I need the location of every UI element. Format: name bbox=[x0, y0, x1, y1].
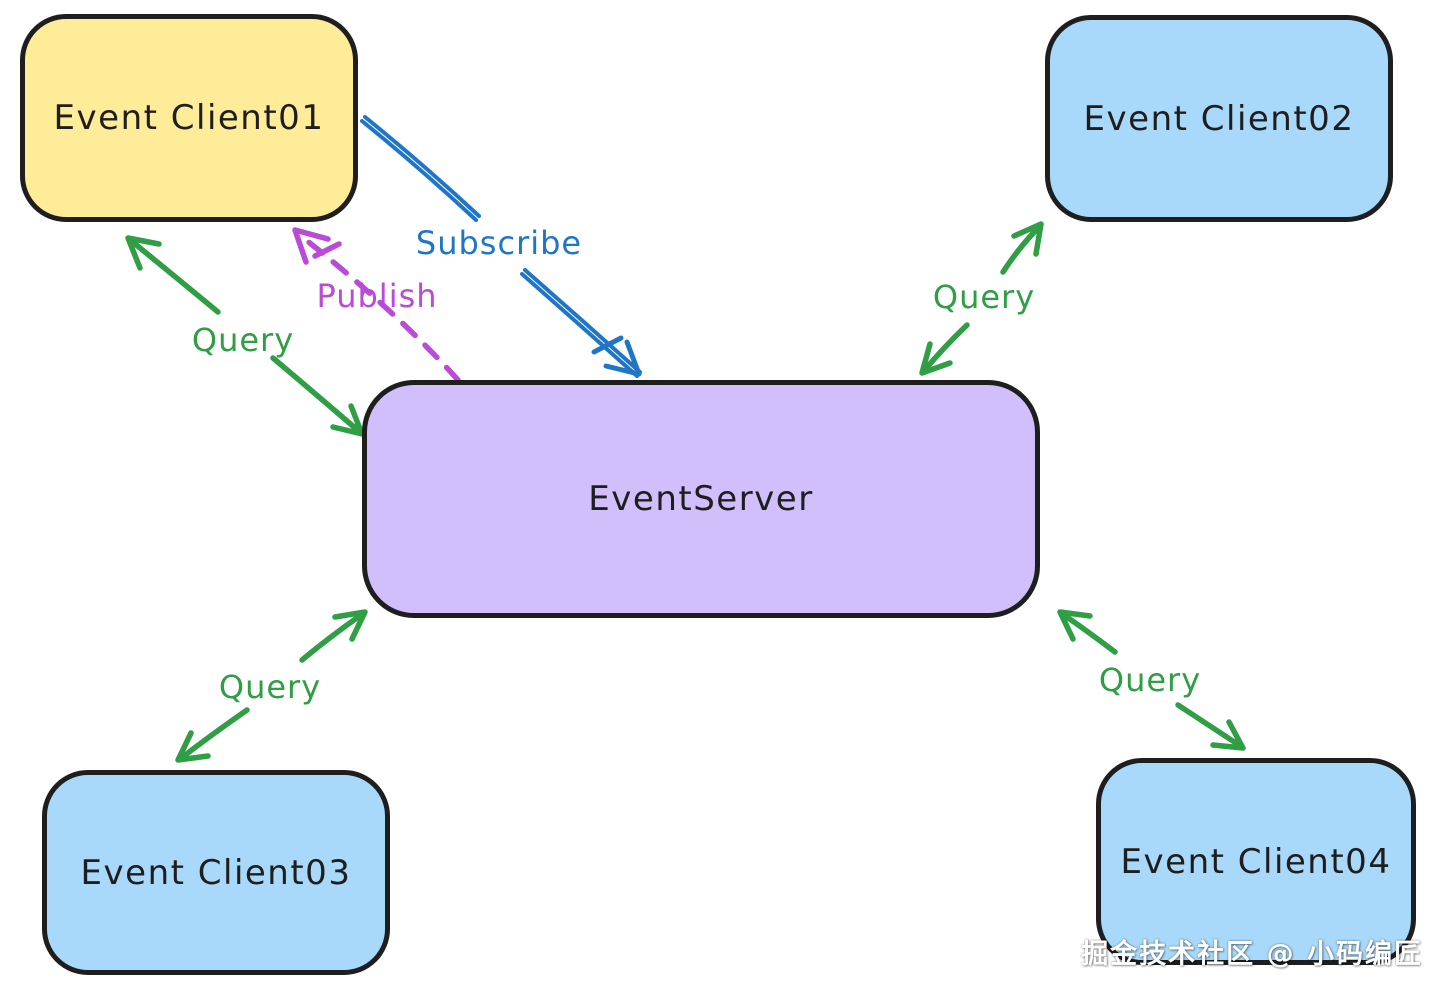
query-edge-label-client02: Query bbox=[932, 278, 1036, 316]
query-arrow-client04-server bbox=[1057, 609, 1246, 751]
node-event-client04-label: Event Client04 bbox=[1120, 841, 1392, 882]
query-arrow-client01-server bbox=[125, 235, 365, 437]
node-event-client04: Event Client04 bbox=[1096, 758, 1416, 965]
subscribe-edge-label: Subscribe bbox=[415, 224, 583, 262]
query-edge-label-client01: Query bbox=[191, 321, 295, 359]
node-event-client01: Event Client01 bbox=[20, 14, 358, 222]
query-edge-label-client03: Query bbox=[218, 668, 322, 706]
query-arrow-client02-server bbox=[919, 221, 1044, 376]
node-event-client03: Event Client03 bbox=[42, 770, 390, 975]
node-event-server-label: EventServer bbox=[588, 479, 814, 519]
node-event-client01-label: Event Client01 bbox=[53, 98, 325, 138]
node-event-client03-label: Event Client03 bbox=[80, 852, 352, 893]
watermark-text: 掘金技术社区 @ 小码编匠 bbox=[1081, 939, 1423, 970]
query-edge-label-client04: Query bbox=[1098, 661, 1202, 699]
subscribe-arrow bbox=[360, 115, 642, 378]
publish-arrow bbox=[292, 227, 461, 383]
query-arrow-client03-server bbox=[175, 609, 368, 763]
node-event-client02-label: Event Client02 bbox=[1083, 98, 1355, 139]
node-event-server: EventServer bbox=[362, 380, 1040, 618]
node-event-client02: Event Client02 bbox=[1045, 15, 1393, 222]
publish-edge-label: Publish bbox=[316, 277, 438, 315]
